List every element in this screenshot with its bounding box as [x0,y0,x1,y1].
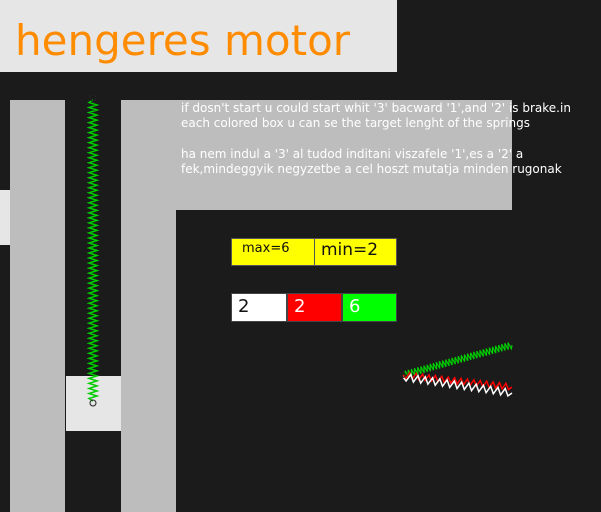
crank-pivot [400,372,406,378]
title-bar: hengeres motor [0,0,397,72]
vertical-spring [86,94,100,407]
crank-springs [400,342,513,398]
instructions-english: if dosn't start u could start whit '3' b… [181,101,571,130]
instructions-hungarian: ha nem indul a '3' al tudod inditani vis… [181,147,562,176]
instructions-box: if dosn't start u could start whit '3' b… [176,100,571,210]
max-limit-box: max=6 [231,238,315,266]
spring-anchor-bottom [89,399,97,407]
target-box-red: 2 [287,293,342,322]
min-limit-box: min=2 [314,238,397,266]
page-title: hengeres motor [15,16,351,65]
vertical-spring-coil [86,99,100,402]
min-limit-label: min=2 [321,240,379,260]
green-spring [402,342,513,380]
cylinder-rail-left [10,100,65,512]
max-limit-label: max=6 [242,241,290,256]
left-edge-block [0,190,10,245]
target-box-white: 2 [231,293,287,322]
cylinder-rail-right [121,100,176,512]
white-spring [402,373,513,398]
spring-anchor-top [89,94,97,102]
red-spring [402,371,513,391]
target-box-green: 6 [342,293,397,322]
